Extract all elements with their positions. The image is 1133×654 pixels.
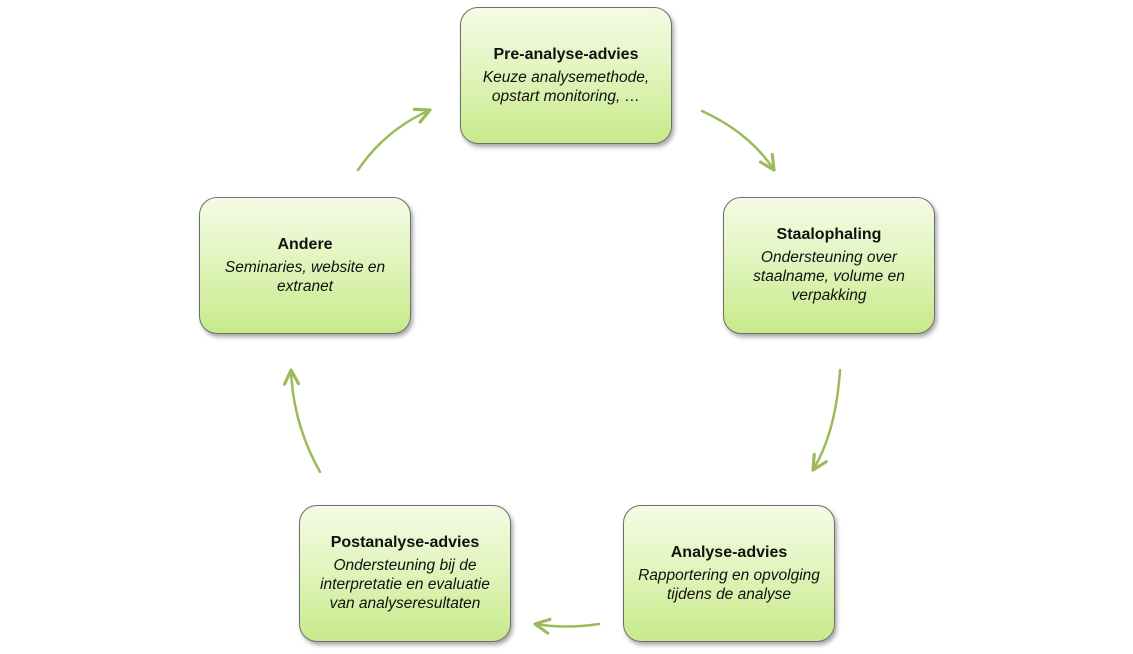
- node-title: Andere: [277, 235, 333, 253]
- node-andere: Andere Seminaries, website en extranet: [199, 197, 411, 334]
- node-title: Staalophaling: [776, 226, 882, 243]
- node-pre-analyse-advies: Pre-analyse-advies Keuze analysemethode,…: [460, 7, 672, 144]
- arrow-anal-to-post: [533, 617, 601, 635]
- node-staalophaling: Staalophaling Ondersteuning over staalna…: [723, 197, 935, 334]
- node-description: Keuze analysemethode, opstart monitoring…: [482, 68, 650, 105]
- node-description: Ondersteuning over staalname, volume en …: [753, 249, 905, 304]
- node-description: Ondersteuning bij de interpretatie en ev…: [320, 557, 490, 612]
- node-postanalyse-advies: Postanalyse-advies Ondersteuning bij de …: [299, 505, 511, 642]
- arrow-post-to-andere: [282, 368, 322, 474]
- node-title: Postanalyse-advies: [330, 534, 480, 551]
- node-description: Seminaries, website en extranet: [224, 258, 386, 295]
- arrow-andere-to-pre: [356, 107, 432, 172]
- node-analyse-advies: Analyse-advies Rapportering en opvolging…: [623, 505, 835, 642]
- node-title: Pre-analyse-advies: [493, 45, 639, 63]
- node-description: Rapportering en opvolging tijdens de ana…: [638, 566, 820, 603]
- node-title: Analyse-advies: [670, 543, 788, 561]
- arrow-pre-to-staal: [700, 109, 776, 172]
- arrow-staal-to-anal: [811, 368, 842, 472]
